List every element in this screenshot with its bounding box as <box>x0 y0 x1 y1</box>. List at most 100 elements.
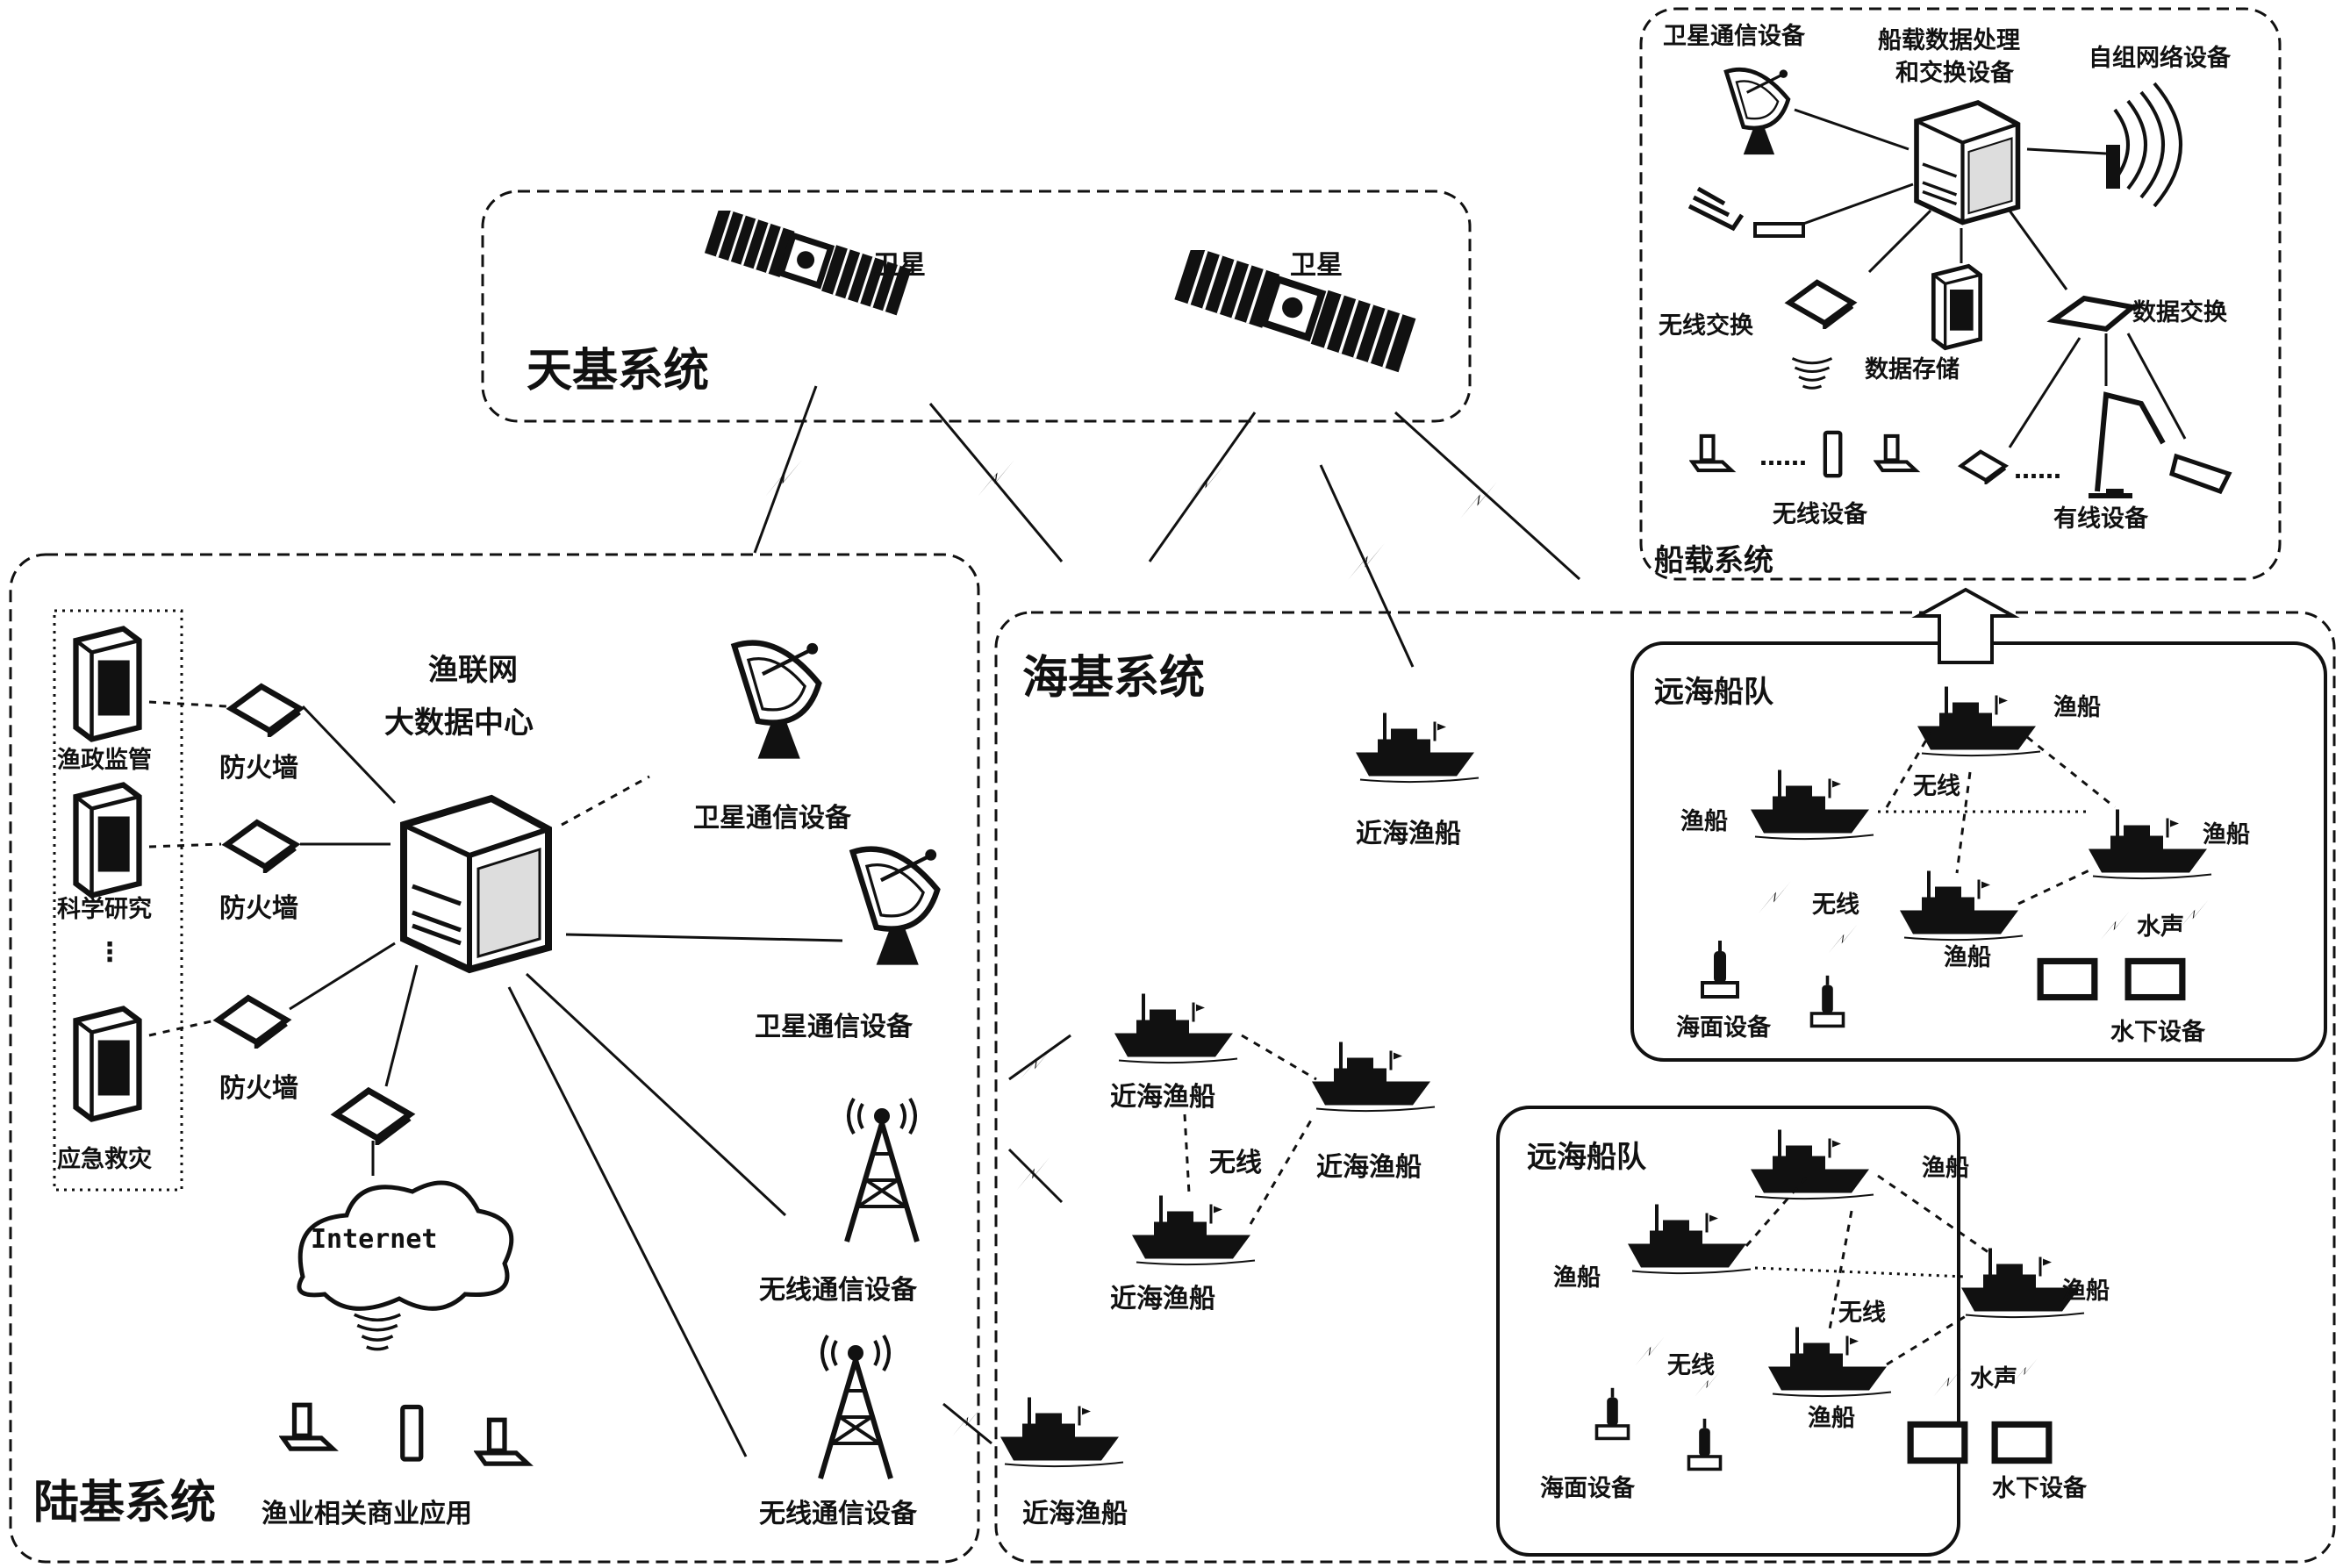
ship-adhoc-label: 自组网络设备 <box>2089 44 2232 72</box>
fleet-1-wireless-label-2: 无线 <box>1812 891 1859 919</box>
fishing-boat-icon <box>2089 810 2211 879</box>
endpoint-label-3: 应急救灾 <box>57 1145 152 1173</box>
link-line <box>301 705 397 805</box>
fleet-2-boat-right-label: 渔船 <box>2062 1277 2110 1305</box>
internet-label: Internet <box>311 1224 438 1255</box>
adhoc-antenna-base <box>2106 145 2120 189</box>
underwater-device-icon <box>1910 1424 1965 1460</box>
ship-wired-devices-ellipsis: …… <box>2014 457 2061 484</box>
sat-device-label-1: 卫星通信设备 <box>693 803 852 834</box>
underwater-device-icon <box>1995 1424 2049 1460</box>
buoy-icon <box>1701 939 1739 999</box>
ship-wireless-devices-ellipsis: …… <box>1759 444 1807 471</box>
fleet-1-underwater-label: 水下设备 <box>2110 1019 2206 1046</box>
underwater-device-icon <box>2128 961 2182 997</box>
buoy-icon <box>1809 974 1845 1028</box>
fleet-link <box>1955 771 1972 874</box>
fishing-boat-icon <box>1751 1130 1874 1199</box>
laptop-icon <box>283 1405 333 1449</box>
satellite-dish-icon <box>1726 69 1788 154</box>
satellite-link <box>753 385 818 554</box>
wireless-link-icon <box>2100 911 2130 941</box>
coastal-boat-label-3: 近海渔船 <box>1316 1152 1422 1183</box>
land-system-box <box>9 553 980 1564</box>
wireless-tower-icon <box>847 1099 917 1242</box>
coastal-boat-icon <box>1000 1398 1123 1467</box>
fleet-2-boat-left-label: 渔船 <box>1553 1264 1601 1292</box>
data-center-label-2: 大数据中心 <box>384 705 534 741</box>
emergency-pc-icon <box>76 1009 140 1120</box>
fleet-1-boat-right-label: 渔船 <box>2203 820 2250 848</box>
wireless-ap-base <box>1753 222 1805 238</box>
firewall-label-2: 防火墙 <box>219 893 298 924</box>
satellite-link <box>1148 412 1257 562</box>
wireless-link-icon <box>1828 924 1858 954</box>
fishing-boat-icon <box>1768 1328 1891 1397</box>
sat-device-label-2: 卫星通信设备 <box>755 1012 914 1042</box>
satellite-label-1: 卫星 <box>873 250 926 281</box>
wireless-device-label-1: 无线通信设备 <box>759 1275 918 1306</box>
ship-link <box>1802 183 1914 226</box>
link-line <box>289 942 396 1011</box>
endpoints-group-box <box>53 609 183 1192</box>
data-storage-icon <box>1933 266 1980 347</box>
ship-system-box <box>1639 7 2282 581</box>
ship-link <box>2126 333 2187 440</box>
fleet-1-boat-top-label: 渔船 <box>2053 693 2101 721</box>
ship-processor-label-1: 船载数据处理 <box>1878 26 2020 54</box>
satellite-dish-icon <box>853 849 937 965</box>
ship-wireless-switch-label: 无线交换 <box>1659 311 1754 340</box>
satellite-link <box>1319 464 1415 668</box>
fleet-2-boat-bottom-label: 渔船 <box>1808 1404 1855 1432</box>
wireless-ap-icon <box>1687 186 1745 232</box>
fleet-2-boat-top-label: 渔船 <box>1922 1154 1969 1182</box>
wireless-link <box>942 1402 992 1445</box>
space-system-box <box>481 190 1472 423</box>
fleet-link <box>1745 1175 1809 1247</box>
satellite-link <box>928 403 1064 562</box>
adhoc-antenna-icon <box>2113 82 2182 208</box>
wireless-link-icon <box>765 460 802 497</box>
link-line <box>148 700 227 708</box>
fleet-1-boat-bottom-label: 渔船 <box>1944 943 1991 971</box>
wireless-link-icon <box>1635 1336 1665 1366</box>
coastal-wireless-label: 无线 <box>1209 1148 1262 1178</box>
wired-device-icon <box>1961 452 2005 483</box>
data-center-label-1: 渔联网 <box>428 653 518 688</box>
link-line <box>384 964 419 1087</box>
link-line <box>565 933 843 942</box>
ship-link <box>2008 210 2068 290</box>
ship-link <box>1867 209 1932 274</box>
wireless-link <box>1007 1148 1064 1204</box>
coastal-boat-label-5: 近海渔船 <box>1022 1499 1128 1529</box>
fleet-1-surface-label: 海面设备 <box>1676 1014 1772 1042</box>
desktop-icon <box>1876 436 1916 470</box>
firewall-icon <box>227 822 296 871</box>
fleet-link <box>2017 867 2094 906</box>
fleet-1-acoustic-label: 水声 <box>2137 913 2184 941</box>
wireless-signal-icon <box>352 1313 403 1351</box>
link-line <box>507 986 748 1457</box>
ship-processor-label-2: 和交换设备 <box>1895 59 2015 87</box>
link-line <box>148 842 222 848</box>
fleet-link <box>1877 1174 1993 1257</box>
wireless-link-icon <box>1188 464 1225 501</box>
wireless-switch-icon <box>1789 283 1852 327</box>
coastal-boat-label-2: 近海渔船 <box>1110 1082 1215 1113</box>
coastal-boat-icon <box>1356 713 1479 783</box>
sea-system-box <box>994 611 2336 1564</box>
firewall-label-1: 防火墙 <box>219 753 298 784</box>
fleet-2-box <box>1496 1106 1960 1557</box>
satellite-dish-icon <box>734 643 819 759</box>
firewall-label-3: 防火墙 <box>219 1073 298 1104</box>
fleet-2-wireless-label-2: 无线 <box>1667 1352 1715 1379</box>
endpoint-label-1: 渔政监管 <box>57 747 152 774</box>
fleet-link <box>2026 735 2116 809</box>
ship-link <box>2008 337 2081 448</box>
phone-icon <box>403 1407 421 1460</box>
ship-processor-server-icon <box>1917 103 2018 223</box>
desktop-icon <box>477 1420 527 1464</box>
fleet-1-wireless-label-1: 无线 <box>1913 773 1960 800</box>
ship-link <box>1794 108 1910 151</box>
link-line <box>148 1019 216 1037</box>
